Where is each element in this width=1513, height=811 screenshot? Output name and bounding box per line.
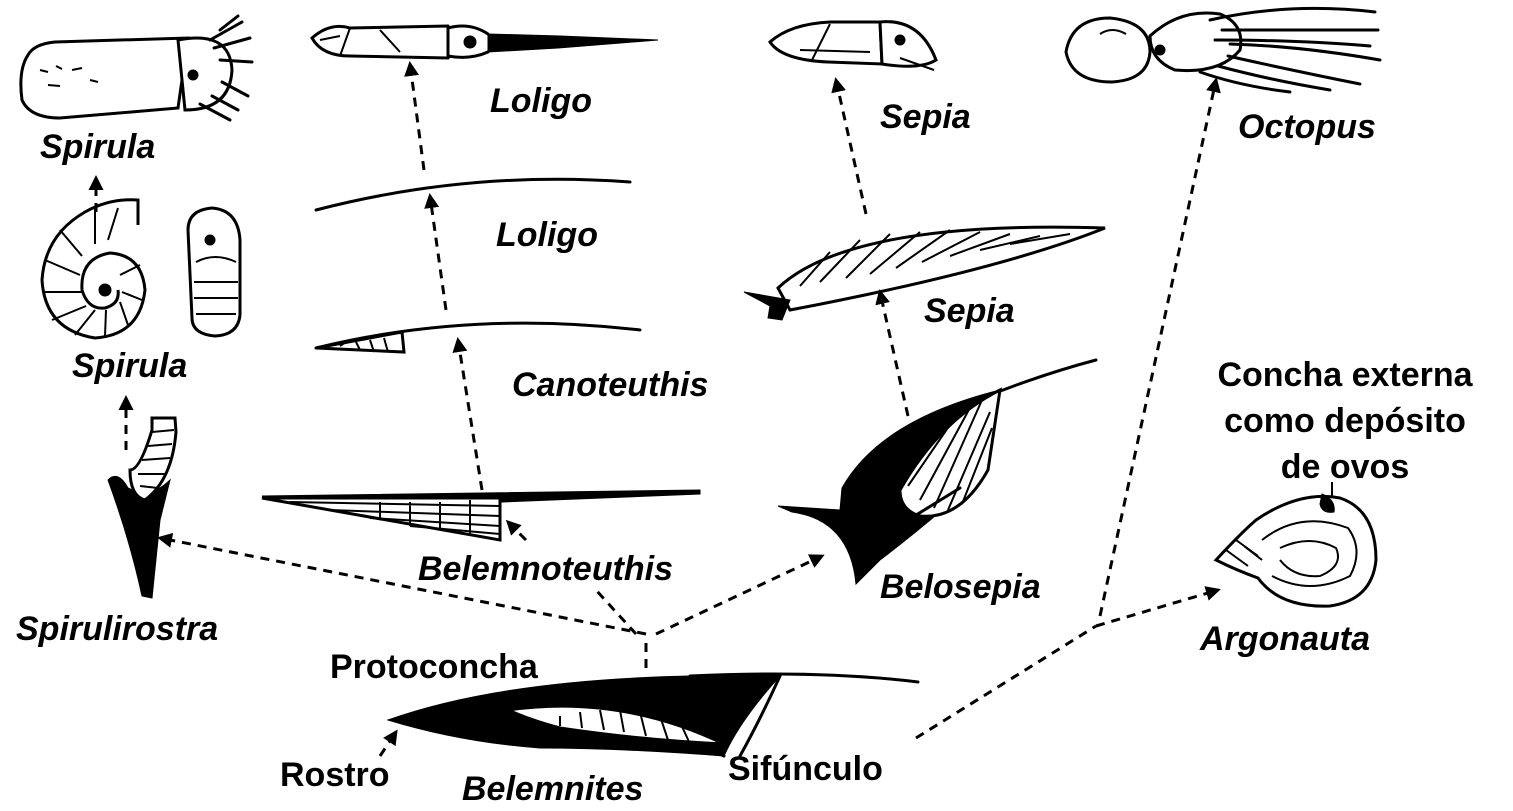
label-spirulirostra: Spirulirostra [16, 612, 218, 646]
label-spirula-top: Spirula [40, 130, 155, 164]
label-belemnites: Belemnites [462, 772, 643, 806]
arrow-belemnoteuthis-to-canoteuthis [458, 340, 482, 490]
arrow-canoteuthis-to-loligo-gladius [430, 196, 446, 310]
arrow-gladius-to-loligo [410, 64, 424, 170]
label-protoconcha: Protoconcha [330, 650, 538, 684]
label-canoteuthis: Canoteuthis [512, 368, 708, 402]
belosepia-fossil-icon [778, 360, 1096, 584]
octopus-icon [1066, 8, 1380, 92]
argonaut-shell-icon [1216, 494, 1376, 606]
spirulirostra-fossil-icon [108, 418, 176, 598]
belemnoteuthis-fossil-icon [262, 490, 700, 540]
arrow-sepia-bone-to-sepia [836, 80, 866, 214]
arrow-to-belemnoteuthis-upper [508, 522, 526, 540]
label-argonauta: Argonauta [1200, 622, 1370, 656]
label-concha-line3: de ovos [1180, 450, 1510, 484]
loligo-gladius-icon [316, 179, 630, 210]
arrow-sifunculo-branch [916, 626, 1096, 738]
spirula-coiled-shell-icon [42, 200, 240, 338]
label-sepia-mid: Sepia [924, 294, 1015, 328]
belemnite-fossil-icon [388, 674, 918, 756]
canoteuthis-fossil-icon [316, 323, 640, 352]
evolution-arrows [96, 64, 1332, 756]
arrow-to-belosepia [656, 556, 822, 634]
label-belemnoteuthis: Belemnoteuthis [418, 552, 673, 586]
label-concha-line2: como depósito [1180, 404, 1510, 438]
spirula-animal-icon [21, 16, 252, 120]
label-concha-line1: Concha externa [1180, 358, 1510, 392]
label-sepia-top: Sepia [880, 100, 971, 134]
label-spirula-mid: Spirula [72, 349, 187, 383]
arrow-to-octopus [1100, 80, 1216, 616]
label-rostro: Rostro [280, 758, 390, 792]
arrow-belosepia-to-sepia-bone [880, 292, 908, 416]
arrow-rostro-pointer [380, 732, 396, 756]
label-octopus: Octopus [1238, 110, 1376, 144]
label-loligo-top: Loligo [490, 84, 592, 118]
label-loligo-mid: Loligo [496, 218, 598, 252]
label-belosepia: Belosepia [880, 570, 1041, 604]
cuttlefish-icon [770, 22, 936, 70]
label-sifunculo: Sifúnculo [728, 752, 883, 786]
squid-icon [312, 26, 658, 58]
arrow-to-belemnoteuthis-lower [596, 590, 636, 634]
